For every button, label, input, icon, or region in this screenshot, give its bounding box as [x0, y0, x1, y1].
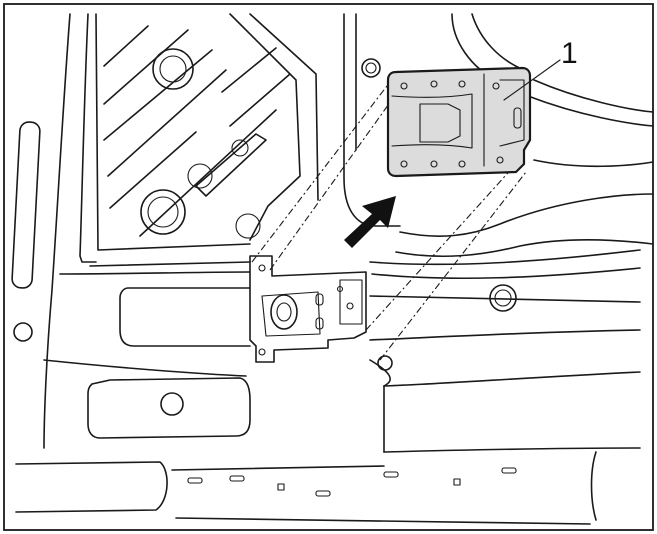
panel-hole-upper	[152, 48, 194, 90]
bracket-plate	[386, 66, 532, 178]
installed-bracket	[249, 255, 367, 363]
panel-hole-lower	[140, 189, 186, 235]
callout-leader	[503, 59, 561, 101]
rail-hole-right	[489, 284, 517, 312]
callout-number-1: 1	[561, 37, 578, 70]
mount-hole-top	[361, 58, 381, 78]
bracket-detail	[386, 66, 532, 178]
alignment-lines	[251, 81, 527, 361]
vehicle-floor-structure	[11, 13, 654, 525]
left-slot	[11, 121, 41, 289]
floor-hole-lower	[160, 392, 184, 416]
installation-arrow	[344, 196, 396, 248]
figure-frame	[3, 3, 654, 531]
